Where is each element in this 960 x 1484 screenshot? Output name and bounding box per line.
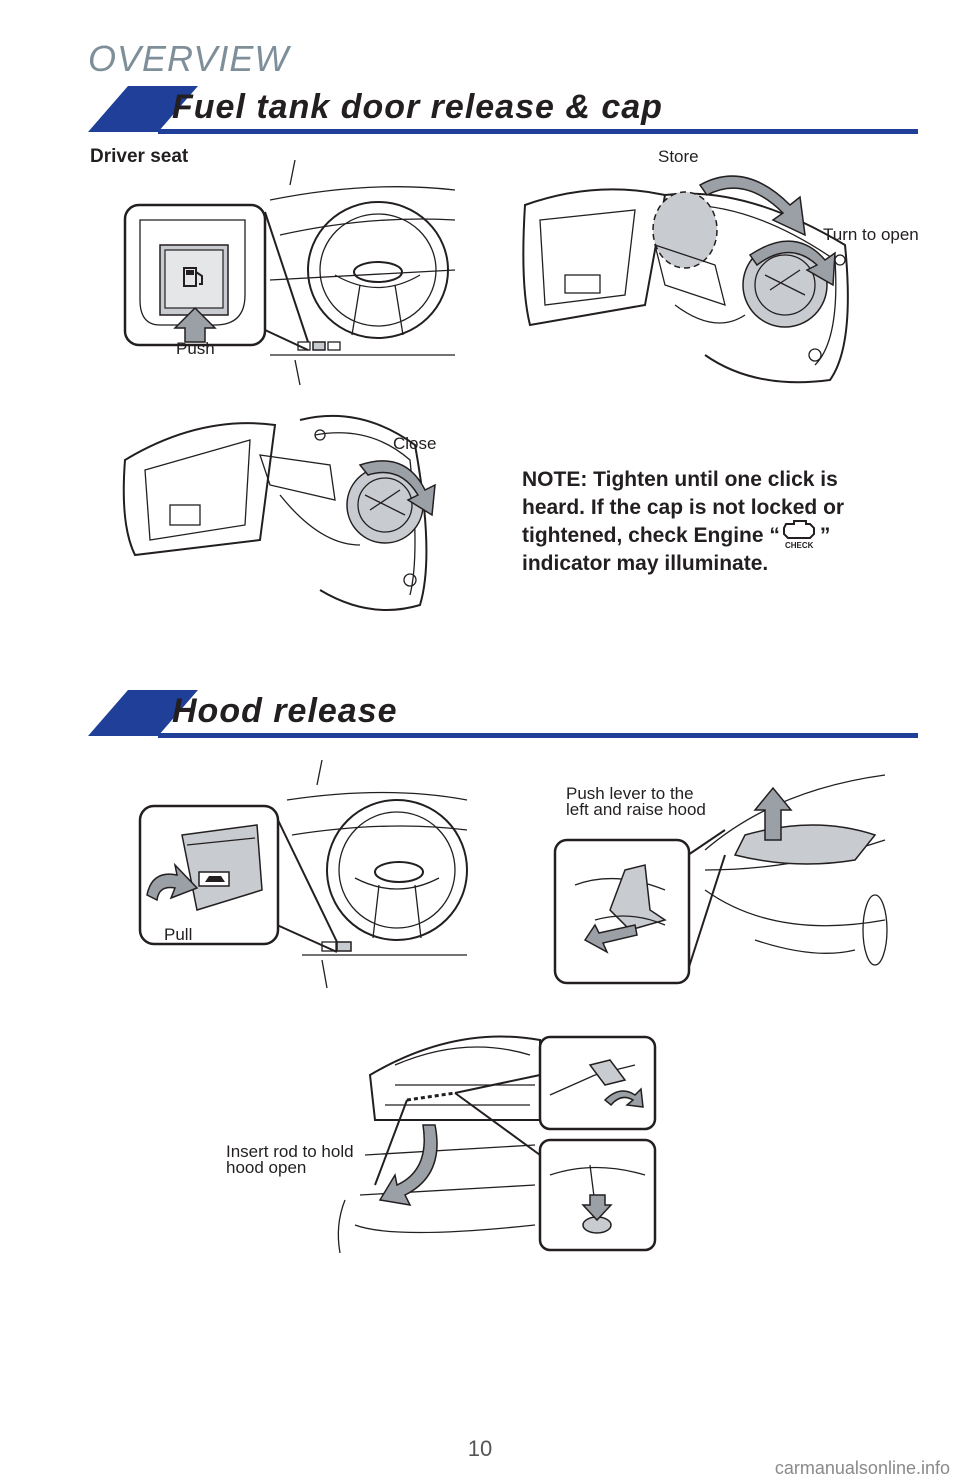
note-line-4: indicator may illuminate. xyxy=(522,552,769,575)
hood-section-title: Hood release xyxy=(172,692,398,730)
arrow-down-icon xyxy=(581,1194,613,1222)
note-line-3: tightened, check Engine “ CHECK ” xyxy=(522,520,882,550)
curved-arrow-icon xyxy=(698,175,806,237)
check-icon-text: CHECK xyxy=(785,541,814,550)
insert-rod-line-2: hood open xyxy=(226,1158,307,1177)
note-line-2: heard. If the cap is not locked or xyxy=(522,496,845,519)
curved-arrow-icon xyxy=(748,240,836,287)
check-engine-icon: CHECK xyxy=(780,520,820,550)
push-lever-line-2: left and raise hood xyxy=(566,800,706,819)
fuel-cap-close-illustration xyxy=(122,414,436,611)
hood-release-dashboard-illustration xyxy=(138,759,468,989)
overview-heading: OVERVIEW xyxy=(88,38,290,79)
section-rule xyxy=(158,733,918,738)
hood-car-icon xyxy=(205,876,225,882)
close-label: Close xyxy=(393,434,437,453)
arrow-up-icon xyxy=(173,306,217,343)
fuel-release-dashboard-illustration xyxy=(123,159,456,386)
fuel-cap-note: NOTE: Tighten until one click is heard. … xyxy=(522,466,882,578)
fuel-section-header: Fuel tank door release & cap xyxy=(88,86,918,134)
curved-arrow-icon xyxy=(603,1087,644,1108)
insert-rod-line-1: Insert rod to hold xyxy=(226,1142,354,1161)
driver-seat-label: Driver seat xyxy=(90,146,189,167)
hood-support-rod-illustration xyxy=(337,1035,657,1254)
push-lever-label: Push lever to the left and raise hood xyxy=(566,784,706,819)
curved-arrow-icon xyxy=(583,923,638,954)
fuel-section-title: Fuel tank door release & cap xyxy=(172,88,663,126)
curved-arrow-icon xyxy=(378,1124,438,1206)
note-line-3-pre: tightened, check Engine “ xyxy=(522,524,780,547)
pull-label: Pull xyxy=(164,925,193,944)
curved-arrow-icon xyxy=(358,460,436,517)
hood-section-header: Hood release xyxy=(88,690,918,738)
fuel-pump-icon xyxy=(183,267,203,287)
page-number: 10 xyxy=(467,1436,493,1461)
watermark: carmanualsonline.info xyxy=(774,1458,950,1478)
push-label: Push xyxy=(176,339,215,358)
turn-to-open-label: Turn to open xyxy=(823,225,919,244)
push-lever-line-1: Push lever to the xyxy=(566,784,694,803)
hood-lever-illustration xyxy=(553,774,888,985)
note-line-1: NOTE: Tighten until one click is xyxy=(522,468,838,491)
arrow-up-icon xyxy=(753,786,793,841)
section-rule xyxy=(158,129,918,134)
fuel-cap-open-illustration xyxy=(522,175,849,384)
insert-rod-label: Insert rod to hold hood open xyxy=(226,1142,354,1177)
note-line-3-post: ” xyxy=(819,524,831,547)
curved-arrow-icon xyxy=(146,862,199,902)
store-label: Store xyxy=(658,147,699,166)
